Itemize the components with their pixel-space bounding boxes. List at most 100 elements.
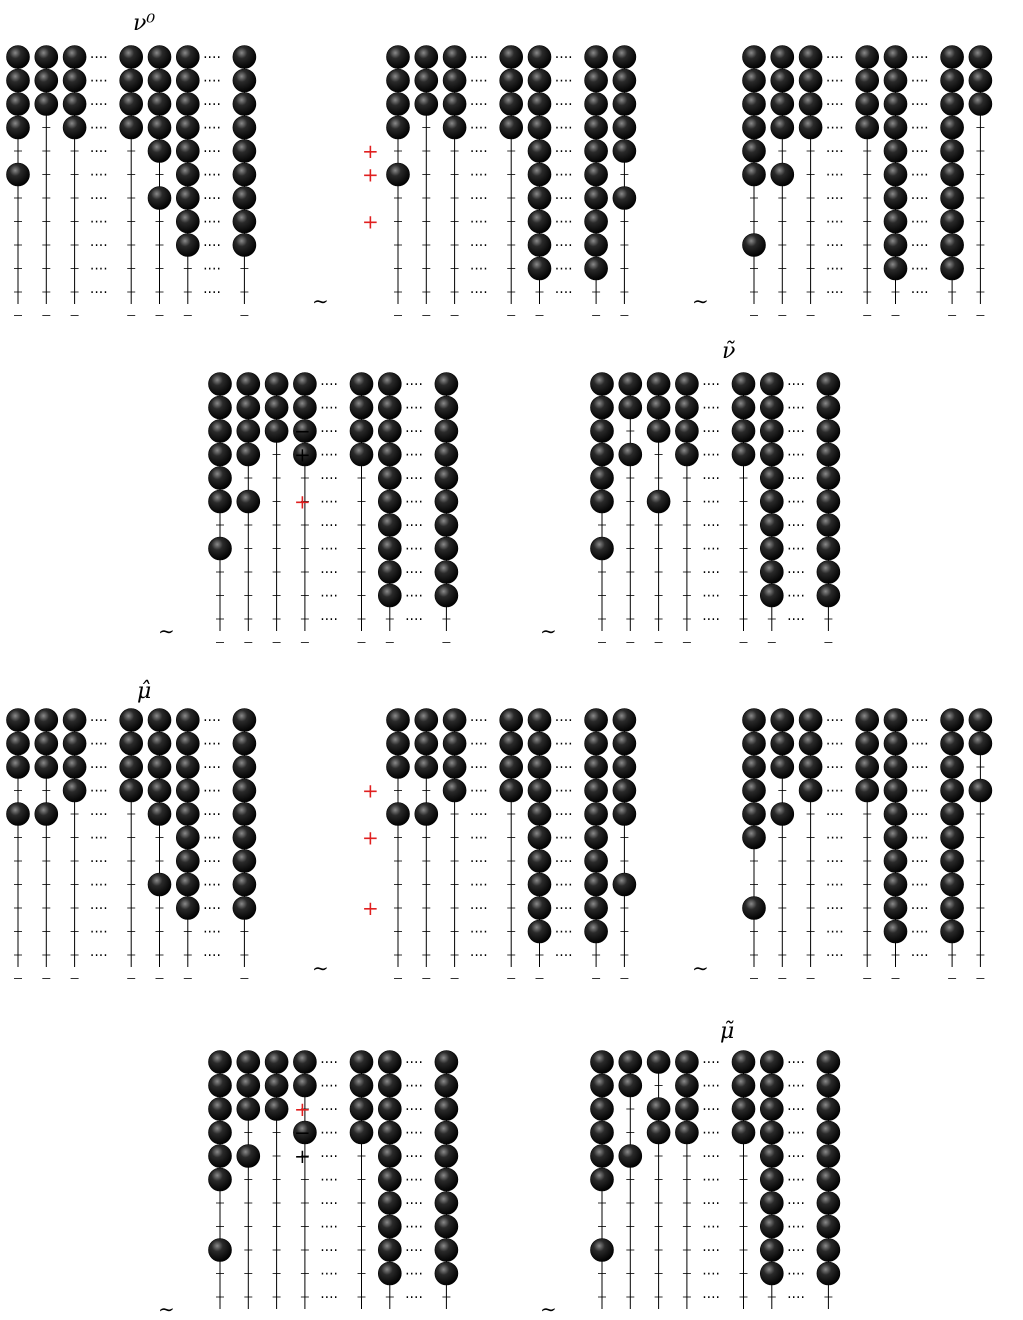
bead — [647, 373, 670, 396]
bead — [760, 1051, 783, 1074]
bead — [743, 163, 766, 186]
dots-ellipsis: ···· — [826, 901, 844, 917]
dots-ellipsis: ···· — [702, 1149, 720, 1165]
dots-ellipsis: ···· — [470, 901, 488, 917]
bead — [585, 163, 608, 186]
dots-ellipsis: ···· — [405, 542, 423, 558]
bead — [760, 584, 783, 607]
dots-ellipsis: ···· — [787, 1267, 805, 1283]
dots-ellipsis: ···· — [90, 784, 108, 800]
bead — [176, 116, 199, 139]
dots-ellipsis: ···· — [470, 807, 488, 823]
dots-ellipsis: ···· — [470, 784, 488, 800]
bead — [760, 1215, 783, 1238]
dots-ellipsis: ···· — [826, 925, 844, 941]
dots-ellipsis: ···· — [405, 1220, 423, 1236]
tilde-separator-5: ∼ — [312, 956, 329, 980]
bead — [528, 920, 551, 943]
bead — [209, 1051, 232, 1074]
bead — [760, 561, 783, 584]
dots-ellipsis: ···· — [826, 878, 844, 894]
bead — [148, 709, 171, 732]
dots-ellipsis: ···· — [203, 144, 221, 160]
bead — [233, 187, 256, 210]
bead — [585, 826, 608, 849]
bead — [591, 1121, 614, 1144]
bead — [378, 1098, 401, 1121]
bead — [350, 420, 373, 443]
dots-ellipsis: ···· — [787, 424, 805, 440]
bead — [176, 803, 199, 826]
bead — [120, 93, 143, 116]
bead — [435, 443, 458, 466]
bead — [378, 443, 401, 466]
bead — [941, 163, 964, 186]
bead — [528, 257, 551, 280]
bead — [378, 1215, 401, 1238]
bead — [350, 1121, 373, 1144]
bead — [500, 732, 523, 755]
bead — [771, 803, 794, 826]
dots-ellipsis: ···· — [911, 121, 929, 137]
bead — [176, 826, 199, 849]
bead — [743, 803, 766, 826]
dots-ellipsis: ···· — [826, 191, 844, 207]
dots-ellipsis: ···· — [203, 238, 221, 254]
bead — [415, 756, 438, 779]
bead — [969, 69, 992, 92]
dots-ellipsis: ···· — [555, 191, 573, 207]
dots-ellipsis: ···· — [826, 285, 844, 301]
dots-ellipsis: ···· — [555, 878, 573, 894]
bead — [350, 1051, 373, 1074]
dots-ellipsis: ···· — [405, 1079, 423, 1095]
dots-ellipsis: ···· — [702, 1173, 720, 1189]
bead — [585, 93, 608, 116]
dots-ellipsis: ···· — [911, 878, 929, 894]
dots-ellipsis: ···· — [320, 471, 338, 487]
dots-ellipsis: ···· — [470, 948, 488, 964]
dots-ellipsis: ···· — [911, 191, 929, 207]
dots-ellipsis: ···· — [203, 807, 221, 823]
dots-ellipsis: ···· — [203, 878, 221, 894]
bead — [941, 69, 964, 92]
bead — [63, 46, 86, 69]
bead — [760, 537, 783, 560]
dots-ellipsis: ···· — [470, 831, 488, 847]
bead — [969, 779, 992, 802]
dots-ellipsis: ···· — [203, 262, 221, 278]
bead — [233, 779, 256, 802]
dots-ellipsis: ···· — [90, 50, 108, 66]
bead — [378, 1262, 401, 1285]
dots-ellipsis: ···· — [826, 97, 844, 113]
bead — [817, 584, 840, 607]
dots-ellipsis: ···· — [320, 1126, 338, 1142]
dots-ellipsis: ···· — [787, 495, 805, 511]
bead — [293, 1074, 316, 1097]
bead — [233, 210, 256, 233]
bead — [619, 443, 642, 466]
dots-ellipsis: ···· — [203, 925, 221, 941]
bead — [585, 257, 608, 280]
bead — [675, 420, 698, 443]
bead — [148, 187, 171, 210]
label-mu-tilde: μ̃ — [720, 1019, 734, 1044]
dots-ellipsis: ···· — [203, 901, 221, 917]
bead — [435, 420, 458, 443]
bead — [591, 1051, 614, 1074]
bead — [528, 779, 551, 802]
dots-ellipsis: ···· — [405, 448, 423, 464]
bead — [350, 1098, 373, 1121]
bead — [237, 1098, 260, 1121]
dots-ellipsis: ···· — [702, 612, 720, 628]
bead — [350, 443, 373, 466]
bead — [817, 420, 840, 443]
bead — [120, 709, 143, 732]
bead — [293, 1051, 316, 1074]
bead — [732, 1121, 755, 1144]
bead — [233, 69, 256, 92]
dots-ellipsis: ···· — [203, 285, 221, 301]
bead — [817, 1098, 840, 1121]
bead — [378, 1121, 401, 1144]
bead — [528, 163, 551, 186]
bead — [585, 234, 608, 257]
